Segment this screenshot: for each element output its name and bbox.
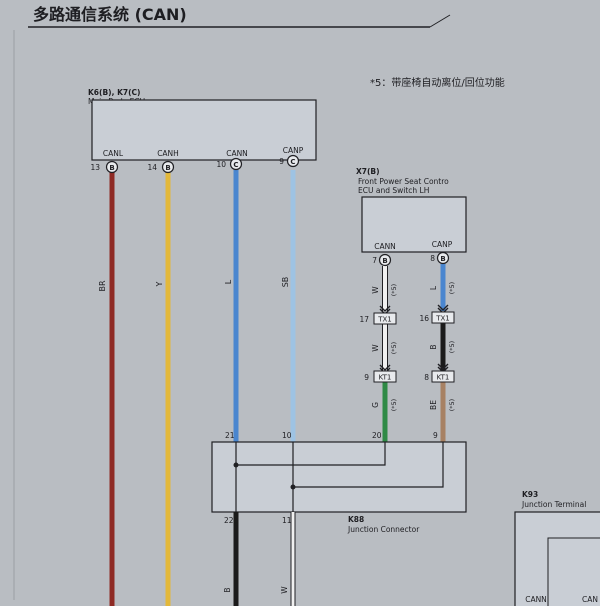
ecu1-pin-conn-cann: C	[233, 161, 238, 169]
seg-code-left-top: W	[371, 286, 380, 294]
tx1-right-label: TX1	[435, 315, 450, 323]
ecu2-pin-circle-cann	[378, 253, 392, 267]
seg-note-left-top: (*5)	[390, 284, 398, 296]
seat-ecu-box	[361, 196, 467, 253]
kt1-left-box	[373, 370, 397, 383]
kt1-right-label: KT1	[437, 374, 450, 382]
ecu1-pin-circle-canh	[161, 160, 175, 174]
ecu2-pin-conn-cann: B	[382, 257, 387, 265]
junction-bottom-pin-2: 11	[282, 516, 292, 525]
main-ecu-codes: K6(B), K7(C)	[88, 88, 140, 97]
wire-code-l: L	[224, 279, 233, 284]
ecu2-pin-num-cann: 7	[372, 256, 377, 265]
seat-ecu-code: X7(B)	[356, 167, 380, 176]
terminal-pin-can: CAN	[582, 595, 598, 604]
seg-note-right-mid: (*5)	[448, 341, 456, 353]
ecu2-pin-num-canp: 8	[430, 254, 435, 263]
junction-top-pin-2: 10	[282, 431, 292, 440]
junction-top-pin-1: 21	[225, 431, 235, 440]
ecu2-pin-circle-canp	[436, 251, 450, 265]
ecu1-pin-num-canp: 9	[279, 157, 284, 166]
title-underline-tail	[429, 14, 451, 28]
wire-bottom-code-w: W	[280, 586, 289, 594]
ecu1-pin-circle-canl	[105, 160, 119, 174]
seg-code-left-mid: W	[371, 344, 380, 352]
ecu1-pin-conn-canh: B	[165, 164, 170, 172]
tx1-left-box	[373, 312, 397, 325]
terminal-pin-cann: CANN	[525, 595, 547, 604]
kt1-left-pin: 9	[364, 373, 369, 382]
tx1-right-box	[431, 311, 455, 324]
kt1-right-pin: 8	[424, 373, 429, 382]
junction-top-pin-4: 9	[433, 431, 438, 440]
ecu1-pin-label-canh: CANH	[157, 149, 179, 158]
seg-note-right-bot: (*5)	[448, 399, 456, 411]
ecu2-pin-label-canp: CANP	[432, 240, 453, 249]
ecu2-pin-label-cann: CANN	[374, 242, 396, 251]
tx1-left-label: TX1	[377, 316, 392, 324]
junction-code: K88	[348, 515, 364, 524]
seg-note-right-top: (*5)	[448, 282, 456, 294]
seat-ecu-name-line1: Front Power Seat Contro	[358, 177, 449, 186]
seg-code-right-mid: B	[429, 344, 438, 349]
seg-note-left-bot: (*5)	[390, 399, 398, 411]
ecu1-pin-label-canl: CANL	[103, 149, 124, 158]
ecu2-pin-conn-canp: B	[440, 255, 445, 263]
junction-internal-wiring	[235, 442, 444, 512]
wire-code-sb: SB	[281, 277, 290, 288]
ecu1-pin-num-cann: 10	[216, 160, 226, 169]
seg-note-left-mid: (*5)	[390, 342, 398, 354]
ecu1-pin-label-cann: CANN	[226, 149, 248, 158]
wire-code-y: Y	[155, 281, 164, 287]
kt1-right-box	[431, 370, 455, 383]
junction-connector-box	[211, 441, 467, 513]
tx1-right-pin: 16	[419, 314, 429, 323]
ecu1-pin-conn-canp: C	[290, 158, 295, 166]
ecu1-pin-circle-cann	[229, 157, 243, 171]
junction-name: Junction Connector	[347, 525, 420, 534]
junction-terminal-inner	[547, 537, 600, 606]
junction-top-pin-3: 20	[372, 431, 382, 440]
tx1-left-pin: 17	[359, 315, 369, 324]
junction-bottom-pin-1: 22	[224, 516, 234, 525]
ecu1-pin-label-canp: CANP	[283, 146, 304, 155]
ecu1-pin-num-canh: 14	[147, 163, 157, 172]
ecu1-pin-circle-canp	[286, 154, 300, 168]
wire-bottom-code-b: B	[223, 587, 232, 592]
kt1-left-label: KT1	[379, 374, 392, 382]
main-body-ecu-box	[91, 99, 317, 161]
ecu1-pin-conn-canl: B	[109, 164, 114, 172]
diagram-title: 多路通信系统 (CAN)	[33, 5, 187, 24]
footnote-text: *5：带座椅自动离位/回位功能	[370, 76, 505, 89]
wire-code-br: BR	[98, 280, 107, 291]
terminal-name: Junction Terminal	[521, 500, 586, 509]
junction-splice-dot-2	[290, 484, 296, 490]
seg-code-right-bot: BE	[429, 400, 438, 410]
junction-splice-dot-1	[233, 462, 239, 468]
ecu1-pin-num-canl: 13	[90, 163, 100, 172]
seat-ecu-name-line2: ECU and Switch LH	[358, 186, 429, 195]
seg-code-right-top: L	[429, 285, 438, 290]
seg-code-left-bot: G	[371, 402, 380, 408]
terminal-code: K93	[522, 490, 538, 499]
